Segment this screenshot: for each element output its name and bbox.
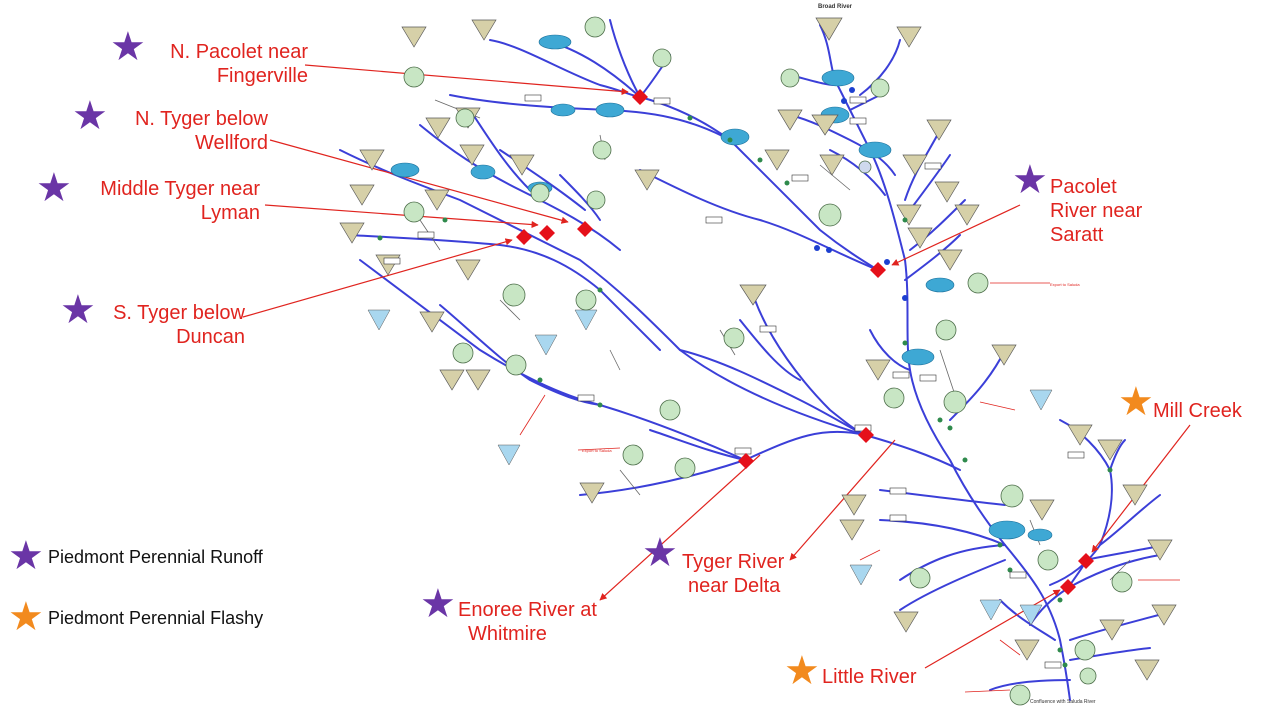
headwater-triangles (339, 17, 1177, 681)
callout-pacolet-line2: River near (1050, 200, 1143, 222)
callout-middle-tyger-line2: Lyman (200, 202, 260, 224)
callout-middle-tyger-line1: Middle Tyger near (100, 178, 260, 200)
callout-little-river-line1: Little River (822, 666, 917, 688)
gauge-little-river (1060, 579, 1076, 595)
star-icon-n-tyger: ★ (72, 94, 108, 138)
callout-tyger-delta-line2: near Delta (688, 575, 781, 597)
gauge-enoree (738, 453, 754, 469)
callout-pacolet-line3: Saratt (1050, 224, 1104, 246)
star-icon-s-tyger: ★ (60, 288, 96, 332)
legend-star-icon-flashy: ★ (8, 595, 44, 639)
svg-text:Export to Saluda: Export to Saluda (582, 448, 612, 453)
star-icon-little-river: ★ (784, 649, 820, 693)
svg-text:Confluence with Saluda River: Confluence with Saluda River (1030, 699, 1096, 705)
legend-label-runoff: Piedmont Perennial Runoff (48, 547, 263, 567)
demand-circles (403, 16, 1133, 706)
callout-n-tyger: N. Tyger below Wellford (110, 107, 268, 155)
callout-s-tyger: S. Tyger below Duncan (100, 301, 245, 349)
gauge-n-pacolet (632, 89, 648, 105)
callout-mill-creek: Mill Creek (1153, 399, 1242, 423)
green-nodes (377, 94, 1113, 668)
callout-s-tyger-line2: Duncan (176, 326, 245, 348)
gauge-middle-tyger (539, 225, 555, 241)
callout-n-pacolet: N. Pacolet near Fingerville (148, 40, 308, 88)
junction-nodes (814, 87, 908, 301)
legend-label-flashy: Piedmont Perennial Flashy (48, 608, 264, 628)
callout-n-tyger-line1: N. Tyger below (134, 108, 268, 130)
callout-n-pacolet-line2: Fingerville (216, 65, 308, 87)
star-icon-enoree: ★ (420, 582, 456, 626)
star-icon-mill-creek: ★ (1118, 380, 1154, 424)
callout-enoree-line2: Whitmire (468, 623, 547, 645)
import-triangles (367, 309, 1053, 626)
flow-gauge-boxes (383, 94, 1085, 669)
star-icon-tyger-delta: ★ (642, 531, 678, 575)
callout-tyger-delta-line1: Tyger River (682, 551, 785, 573)
star-icon-pacolet: ★ (1012, 158, 1048, 202)
callout-pacolet: Pacolet River near Saratt (1050, 175, 1142, 247)
gauge-pacolet (870, 262, 886, 278)
gauge-s-tyger (516, 229, 532, 245)
svg-text:Export to Saluda: Export to Saluda (1050, 282, 1080, 287)
gauge-mill-creek (1078, 553, 1094, 569)
star-icon-n-pacolet: ★ (110, 25, 146, 69)
gauge-tyger-delta (858, 427, 874, 443)
river-network (339, 19, 1171, 701)
callout-enoree-line1: Enoree River at (458, 599, 597, 621)
callout-enoree: Enoree River at Whitmire (458, 598, 597, 646)
svg-text:Broad River: Broad River (818, 4, 853, 10)
callout-tyger-delta: Tyger River near Delta (682, 550, 784, 598)
callout-mill-creek-line1: Mill Creek (1153, 400, 1242, 422)
export-arrows (519, 282, 1180, 693)
callout-arrows (242, 64, 1191, 669)
star-icon-middle-tyger: ★ (36, 166, 72, 210)
gauge-n-tyger (577, 221, 593, 237)
callout-n-tyger-line2: Wellford (195, 132, 268, 154)
reservoirs (390, 34, 1053, 542)
callout-s-tyger-line1: S. Tyger below (113, 302, 245, 324)
callout-middle-tyger: Middle Tyger near Lyman (75, 177, 260, 225)
callout-little-river: Little River (822, 665, 916, 689)
callout-n-pacolet-line1: N. Pacolet near (170, 41, 308, 63)
callout-pacolet-line1: Pacolet (1050, 176, 1117, 198)
gauge-diamonds (516, 89, 1094, 595)
legend-star-icon-runoff: ★ (8, 534, 44, 578)
